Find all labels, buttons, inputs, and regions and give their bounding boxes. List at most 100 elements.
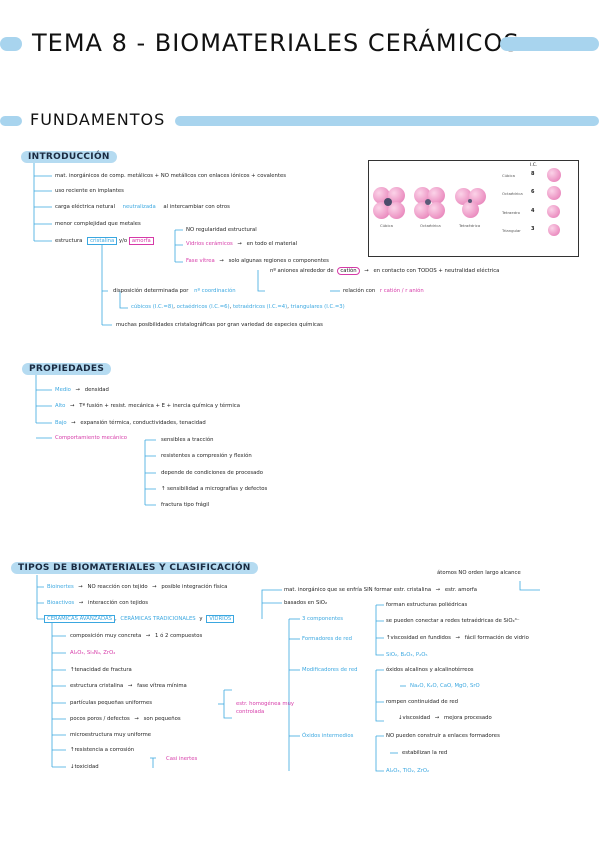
vt-basados: basados en SiO₂: [284, 600, 328, 606]
arrow-v3: →: [434, 715, 440, 721]
figure-row-3-ic: 4: [531, 208, 535, 214]
carga-text: carga eléctrica netural: [55, 204, 115, 210]
num-coord-text: nº coordinación: [194, 288, 236, 294]
arrow-p3: →: [71, 420, 76, 426]
fase-vitrea-line: Fase vítrea → solo algunas regiones o co…: [186, 258, 329, 265]
propiedades-label: PROPIEDADES: [22, 363, 112, 375]
prop-medio-val: densidad: [84, 387, 109, 393]
vt-rompen: rompen continuidad de red: [386, 699, 459, 705]
caption-tetraedrica: Tetraédrica: [459, 223, 481, 228]
vt-pueden: se pueden conectar a redes tetraédricas …: [386, 618, 520, 624]
bioactivos-key: Bioactivos: [47, 600, 75, 606]
figure-row-2-ic: 6: [531, 189, 535, 195]
arrow-a1: →: [145, 633, 151, 639]
coordination-figure: I.C. Cúbica 8 Octaédrica 6 Tetraedro 4 T…: [368, 160, 579, 257]
prop-alto: Alto → Tª fusión + resist. mecánica + E …: [55, 403, 240, 410]
mec-item-3: depende de condiciones de procesado: [161, 470, 263, 476]
vt-atomos: átomos NO orden largo alcance: [437, 570, 521, 576]
neutralizada-text: neutralizada: [122, 204, 156, 210]
octaedricos-text: octaédricos (I.C.=6): [176, 304, 230, 310]
av-ejemplos: Al₂O₃, Si₃N₄, ZrO₂: [70, 650, 116, 656]
prop-alto-key: Alto: [55, 403, 66, 409]
intro-item-4: menor complejidad que metales: [55, 221, 141, 227]
cer-avanzadas-box: CERÁMICAS AVANZADAS: [44, 615, 116, 623]
bioinertes-key: Bioinertes: [47, 584, 74, 590]
arrow-2: →: [219, 258, 224, 264]
intro-item-2: uso reciente en implantes: [55, 188, 124, 194]
comportamiento-mecanico: Comportamiento mecánico: [55, 435, 128, 441]
bioactivos-v1: interacción con tejidos: [88, 600, 149, 606]
fase-vitrea-text: Fase vítrea: [186, 258, 215, 264]
av-composicion: composición muy concreta → 1 ó 2 compues…: [70, 633, 202, 640]
cation-text: catión: [337, 267, 360, 275]
aniones-a-text: nº aniones alrededor de: [270, 268, 334, 274]
vt-oxidos-ej: Na₂O, K₂O, CaO, MgO, SrO: [410, 683, 480, 689]
vt-viscosidad-text: ↑viscosidad en fundidos: [386, 635, 451, 641]
figure-row-3-name: Tetraedro: [502, 210, 520, 215]
av-compuestos-text: 1 ó 2 compuestos: [155, 633, 203, 639]
intro-item-5: estructura cristalina y/o amorfa: [55, 237, 154, 245]
av-corrosion: ↑resistencia a corrosión: [70, 747, 135, 753]
sep-3: ,: [287, 304, 289, 310]
vt-estabilizan: estabilizan la red: [402, 750, 448, 756]
vt-modificadores: Modificadores de red: [302, 667, 358, 673]
figure-row-4-name: Triangular: [502, 228, 521, 233]
no-regularidad: NO regularidad estructural: [186, 227, 257, 233]
yo-text: y/o: [118, 238, 128, 244]
av-toxicidad: ↓toxicidad: [70, 764, 99, 770]
vidrios-ceramicos-text: Vidrios cerámicos: [186, 241, 233, 247]
mec-item-2: resistentes a compresión y flexión: [161, 453, 252, 459]
title-accent-left: [0, 37, 22, 51]
cer-tradicionales-text: CERÁMICAS TRADICIONALES: [120, 616, 196, 622]
mec-item-1: sensibles a tracción: [161, 437, 214, 443]
todo-material-text: en todo el material: [246, 241, 298, 247]
figure-row-2-name: Octaédrica: [502, 191, 523, 196]
relacion-b-text: r catión / r anión: [379, 288, 424, 294]
vidrios-ceramicos-line: Vidrios cerámicos → en todo el material: [186, 241, 297, 248]
av-estructura-text: estructura cristalina: [70, 683, 124, 689]
figure-ic-header: I.C.: [530, 163, 538, 168]
vt-formadores: Formadores de red: [302, 636, 352, 642]
small-cubic-icon: [547, 168, 561, 182]
arrow-p1: →: [75, 387, 81, 393]
solo-algunas-text: solo algunas regiones o componentes: [228, 258, 329, 264]
figure-row-1-ic: 8: [531, 171, 535, 177]
prop-bajo: Bajo → expansión térmica, conductividade…: [55, 420, 206, 427]
arrow-a3: →: [134, 716, 139, 722]
av-poros: pocos poros / defectos → son pequeños: [70, 716, 181, 723]
figure-row-1-name: Cúbica: [502, 173, 515, 178]
bioactivos-line: Bioactivos → interacción con tejidos: [47, 600, 148, 607]
vt-mat-inorg-text: mat. inorgánico que se enfría SIN formar…: [284, 587, 432, 593]
vt-amorfa-text: estr. amorfa: [444, 587, 477, 593]
vt-formadores-ej: SiO₂, B₂O₃, P₂O₅: [386, 652, 428, 658]
av-tenacidad: ↑tenacidad de fractura: [70, 667, 132, 673]
intro-item-3: carga eléctrica netural neutralizada al …: [55, 204, 230, 211]
triangulares-text: triangulares (I.C.=3): [290, 304, 345, 310]
bioinertes-v1: NO reacción con tejido: [87, 584, 148, 590]
aniones-b-text: en contacto con TODOS + neutralidad eléc…: [373, 268, 500, 274]
tipos-label: TIPOS DE BIOMATERIALES Y CLASIFICACIÓN: [11, 562, 258, 574]
vt-forman: forman estructuras poliédricas: [386, 602, 468, 608]
relacion-line: relación con r catión / r anión: [343, 288, 424, 295]
vt-intermedios: Óxidos intermedios: [302, 733, 354, 739]
aniones-line: nº aniones alrededor de catión → en cont…: [270, 267, 500, 275]
av-particulas: partículas pequeñas uniformes: [70, 700, 152, 706]
ceramicas-line: CERÁMICAS AVANZADAS, CERÁMICAS TRADICION…: [44, 615, 235, 623]
mec-item-4: ↑ sensibilidad a micrografías y defectos: [161, 486, 268, 492]
fundamentos-accent-right: [175, 116, 599, 126]
arrow-v2: →: [455, 635, 461, 641]
arrow-v1: →: [435, 587, 441, 593]
arrow-t3: →: [78, 600, 84, 606]
prop-bajo-key: Bajo: [55, 420, 67, 426]
small-octahedral-icon: [547, 186, 561, 200]
cubicos-text: cúbicos (I.C.=8): [131, 304, 174, 310]
intro-item-1: mat. inorgánicos de comp. metálicos + NO…: [55, 173, 287, 179]
av-microestructura: microestructura muy uniforme: [70, 732, 152, 738]
vt-mat-inorg: mat. inorgánico que se enfría SIN formar…: [284, 587, 477, 594]
cristalina-box: cristalina: [87, 237, 118, 245]
estr-homogenea: estr. homogénea muy controlada: [236, 701, 294, 715]
av-poros-text: pocos poros / defectos: [70, 716, 130, 722]
prop-medio-key: Medio: [55, 387, 71, 393]
sep-1: ,: [173, 304, 175, 310]
